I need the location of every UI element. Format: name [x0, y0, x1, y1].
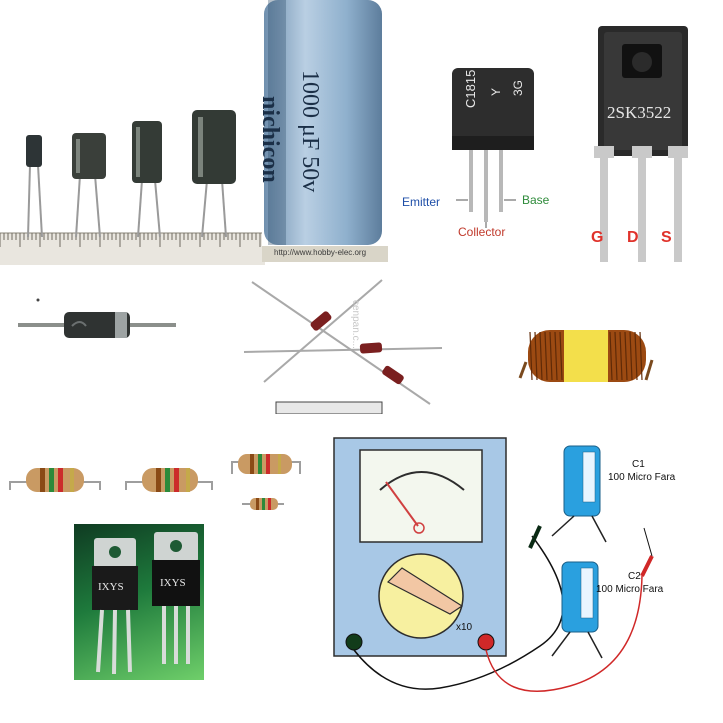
- ixys-graphic: [92, 532, 200, 675]
- mosfet-photo: 2SK3522 G D S: [588, 26, 700, 266]
- ixys-brand-label-1: IXYS: [98, 581, 124, 593]
- collector-label: Collector: [458, 225, 506, 239]
- multimeter-diagram: x10 C1 100 Micro Fara C2 100 Micro Fara: [330, 436, 723, 723]
- transistor-diagram: C1815 Y 3G Emitter Base Collector: [396, 60, 566, 250]
- drain-label: D: [627, 229, 639, 246]
- transistor-part-label: C1815: [463, 69, 478, 108]
- emitter-label: Emitter: [402, 195, 441, 209]
- inductor-graphic: [518, 330, 654, 382]
- small-diodes-photo: cenpan.c...: [242, 278, 446, 414]
- diodes-watermark: cenpan.c...: [350, 300, 361, 349]
- ixys-transistors-photo: IXYS IXYS: [74, 524, 204, 680]
- c1-name-label: C1: [632, 459, 645, 470]
- diode-photo: [14, 298, 180, 348]
- capacitor-value-text: 1000 μF 50v: [297, 70, 323, 193]
- source-label: S: [661, 229, 672, 246]
- transistor-grade-label: Y: [489, 87, 503, 96]
- transistor-graphic: [452, 68, 534, 228]
- capacitor-watermark: http://www.hobby-elec.org: [274, 248, 367, 257]
- mosfet-graphic: [594, 26, 688, 262]
- c2-name-label: C2: [628, 571, 641, 582]
- base-label: Base: [522, 193, 550, 207]
- small-capacitors-graphic: [0, 110, 265, 265]
- capacitor-brand-text: nichicon: [262, 96, 283, 183]
- resistors-photo: [6, 446, 306, 516]
- c1-value-label: 100 Micro Fara: [608, 472, 676, 483]
- transistor-code-label: 3G: [511, 79, 525, 96]
- meter-range-label: x10: [456, 622, 473, 633]
- c2-value-label: 100 Micro Fara: [596, 584, 664, 595]
- ixys-brand-label-2: IXYS: [160, 577, 186, 589]
- electrolytic-capacitor-graphic: [262, 0, 388, 262]
- mosfet-part-label: 2SK3522: [607, 103, 672, 122]
- inductor-photo: [514, 320, 656, 392]
- nichicon-capacitor-photo: nichicon 1000 μF 50v http://www.hobby-el…: [262, 0, 388, 262]
- small-diodes-graphic: [243, 279, 443, 414]
- resistors-graphic: [9, 454, 301, 510]
- multimeter-graphic: [333, 437, 654, 693]
- diode-graphic: [18, 298, 176, 338]
- small-capacitors-photo: [0, 95, 265, 265]
- gate-label: G: [591, 229, 604, 246]
